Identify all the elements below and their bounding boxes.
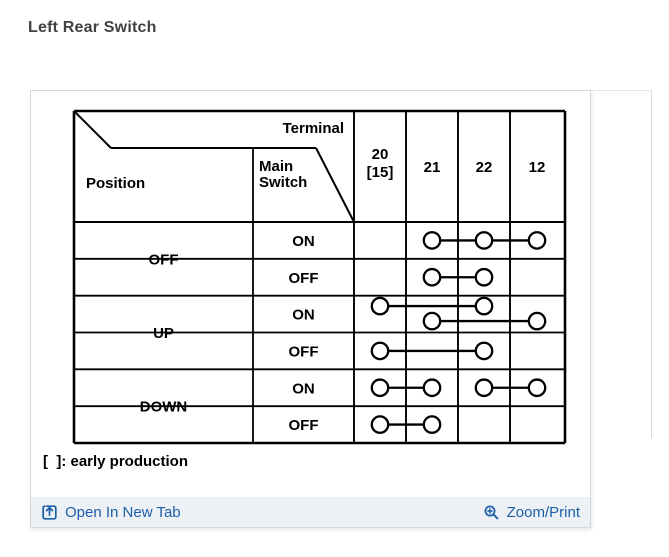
contact-circle [474, 296, 494, 316]
main-switch-state-label: OFF [289, 343, 319, 360]
header-diagonal [73, 110, 112, 149]
terminal-number-label: 20 [372, 146, 389, 163]
contact-circle [422, 378, 442, 398]
position-value-label: OFF [149, 251, 179, 268]
footnote: [ ]: early production [43, 453, 189, 470]
contact-circle [370, 296, 390, 316]
contact-circle [422, 311, 442, 331]
position-value-label: DOWN [140, 399, 188, 416]
terminal-early-label: [15] [367, 164, 394, 181]
page-title: Left Rear Switch [28, 19, 157, 36]
main-switch-state-label: ON [292, 380, 315, 397]
terminal-header-label: Terminal [283, 120, 344, 137]
contact-circle [370, 341, 390, 361]
contact-circle [474, 231, 494, 250]
main-switch-diagonal [315, 147, 355, 223]
zoom-print-icon [484, 505, 498, 519]
contact-circle [474, 267, 494, 287]
main-switch-state-label: ON [292, 233, 315, 250]
contact-circle [422, 267, 442, 287]
contact-circle [527, 231, 547, 250]
contact-circle [422, 415, 442, 434]
position-value-label: UP [153, 325, 174, 342]
position-header-label: Position [86, 175, 145, 192]
open-in-new-tab-icon [42, 504, 57, 520]
terminal-number-label: 21 [424, 159, 441, 176]
contact-circle [422, 231, 442, 250]
main-switch-state-label: ON [292, 307, 315, 324]
contact-circle [527, 378, 547, 398]
main-switch-state-label: OFF [289, 417, 319, 434]
terminal-number-label: 22 [476, 159, 493, 176]
main-switch-header-label: Switch [259, 174, 307, 191]
open-in-new-tab-label: Open In New Tab [65, 503, 181, 521]
contact-circle [370, 378, 390, 398]
zoom-print-button[interactable]: Zoom/Print [483, 504, 580, 521]
zoom-print-label: Zoom/Print [506, 503, 580, 521]
open-in-new-tab-button[interactable]: Open In New Tab [41, 504, 181, 521]
main-switch-header-label: Main [259, 158, 293, 175]
contact-circle [527, 311, 547, 331]
footer-bar: Open In New Tab Zoom/Print [31, 497, 590, 527]
contact-circle [474, 378, 494, 398]
terminal-number-label: 12 [529, 159, 546, 176]
contact-circle [370, 415, 390, 434]
contact-circle [474, 341, 494, 361]
main-switch-state-label: OFF [289, 270, 319, 287]
